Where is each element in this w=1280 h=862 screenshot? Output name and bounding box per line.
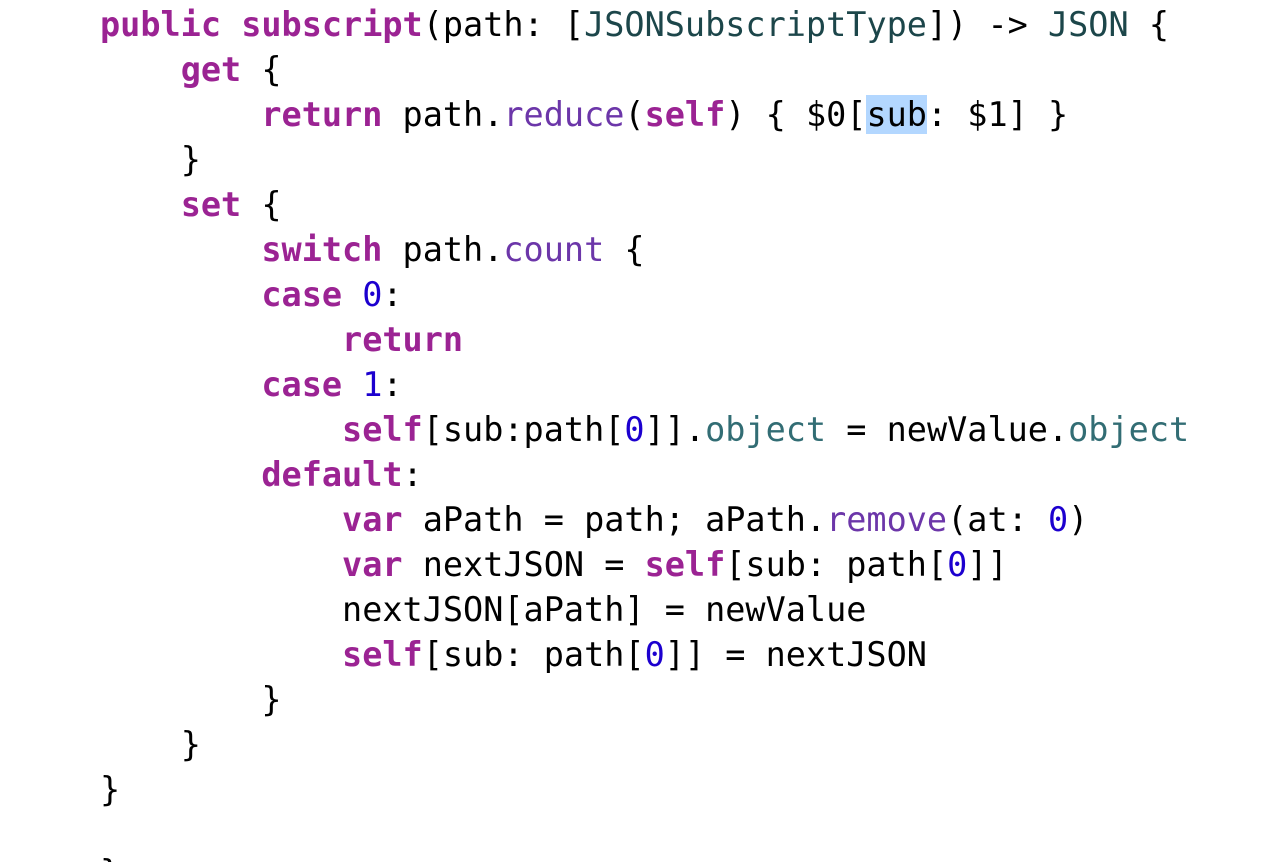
code-token: 0	[644, 635, 665, 674]
code-token: object	[705, 410, 827, 449]
code-line[interactable]: return path.reduce(self) { $0[sub: $1] }	[100, 92, 1068, 137]
code-token: self	[342, 635, 423, 674]
code-line[interactable]: var nextJSON = self[sub: path[0]]	[100, 542, 1008, 587]
code-indent	[100, 500, 342, 539]
code-token: 0	[624, 410, 645, 449]
code-line[interactable]: case 0:	[100, 272, 403, 317]
code-token: }	[180, 725, 201, 764]
partial-code-line: }	[100, 850, 120, 862]
code-token: 0	[947, 545, 968, 584]
code-token: (at:	[947, 500, 1048, 539]
code-token: 0	[362, 275, 383, 314]
code-indent	[100, 50, 181, 89]
code-line[interactable]: return	[100, 317, 463, 362]
code-indent	[100, 680, 261, 719]
code-token: }	[261, 680, 282, 719]
code-token: self	[342, 410, 423, 449]
code-token: count	[503, 230, 605, 269]
code-token: }	[100, 770, 121, 809]
code-token: }	[180, 140, 201, 179]
code-indent	[100, 95, 261, 134]
code-token: ]].	[644, 410, 706, 449]
code-token: JSON	[1047, 5, 1129, 44]
code-line[interactable]: self[sub: path[0]] = nextJSON	[100, 632, 927, 677]
code-indent	[100, 410, 342, 449]
code-token: var	[342, 545, 403, 584]
code-line[interactable]: var aPath = path; aPath.remove(at: 0)	[100, 497, 1088, 542]
code-line[interactable]: get {	[100, 47, 282, 92]
code-token: [sub: path[	[422, 635, 645, 674]
code-token: remove	[826, 500, 948, 539]
code-indent	[100, 320, 342, 359]
code-token: ]) ->	[926, 5, 1048, 44]
code-token: {	[241, 185, 282, 224]
code-indent	[100, 545, 342, 584]
code-line[interactable]: nextJSON[aPath] = newValue	[100, 587, 866, 632]
code-token: {	[1128, 5, 1169, 44]
code-token: : $1] }	[926, 95, 1069, 134]
code-token: :	[382, 365, 403, 404]
code-token	[221, 5, 241, 44]
code-token	[342, 365, 362, 404]
code-token: set	[180, 185, 242, 224]
code-indent	[100, 365, 261, 404]
code-token: case	[261, 275, 343, 314]
code-indent	[100, 140, 181, 179]
code-line[interactable]: }	[100, 137, 201, 182]
code-token: var	[342, 500, 403, 539]
code-token: = newValue.	[826, 410, 1069, 449]
code-token: nextJSON =	[402, 545, 645, 584]
code-indent	[100, 185, 181, 224]
code-token: object	[1068, 410, 1190, 449]
code-token: case	[261, 365, 343, 404]
code-token: :	[402, 455, 423, 494]
code-token: switch	[261, 230, 383, 269]
code-token: self	[644, 545, 726, 584]
code-token: {	[604, 230, 645, 269]
selected-code-token: sub	[866, 95, 927, 134]
code-token: aPath = path; aPath.	[402, 500, 827, 539]
code-token: nextJSON[aPath] = newValue	[342, 590, 867, 629]
code-indent	[100, 455, 261, 494]
code-token	[342, 275, 362, 314]
code-token: ) { $0[	[725, 95, 867, 134]
code-line[interactable]: case 1:	[100, 362, 403, 407]
code-token: :	[382, 275, 403, 314]
code-token: ]] = nextJSON	[664, 635, 927, 674]
code-token: )	[1068, 500, 1089, 539]
code-indent	[100, 275, 261, 314]
code-line[interactable]: public subscript(path: [JSONSubscriptTyp…	[100, 2, 1169, 47]
code-token: return	[261, 95, 383, 134]
code-token: subscript	[241, 5, 423, 44]
code-token: public	[100, 5, 222, 44]
code-token: {	[241, 50, 282, 89]
code-token: path.	[382, 230, 504, 269]
code-token: 1	[362, 365, 383, 404]
code-token: [sub:path[	[422, 410, 625, 449]
code-line[interactable]: switch path.count {	[100, 227, 645, 272]
code-indent	[100, 590, 342, 629]
code-token: [sub: path[	[725, 545, 948, 584]
code-indent	[100, 230, 261, 269]
code-line[interactable]: }	[100, 767, 120, 812]
code-indent	[100, 725, 181, 764]
code-token: return	[342, 320, 464, 359]
code-token: default	[261, 455, 403, 494]
code-line[interactable]: }	[100, 677, 282, 722]
code-token: (	[624, 95, 645, 134]
code-token: JSONSubscriptType	[584, 5, 927, 44]
code-token: (path: [	[422, 5, 585, 44]
code-token: reduce	[503, 95, 625, 134]
code-token: get	[180, 50, 242, 89]
code-line[interactable]: }	[100, 722, 201, 767]
code-token: 0	[1047, 500, 1069, 539]
code-line[interactable]: set {	[100, 182, 282, 227]
code-token: self	[644, 95, 726, 134]
code-token: path.	[382, 95, 504, 134]
code-token: ]]	[967, 545, 1008, 584]
code-line[interactable]: default:	[100, 452, 423, 497]
code-line[interactable]: self[sub:path[0]].object = newValue.obje…	[100, 407, 1189, 452]
code-indent	[100, 635, 342, 674]
